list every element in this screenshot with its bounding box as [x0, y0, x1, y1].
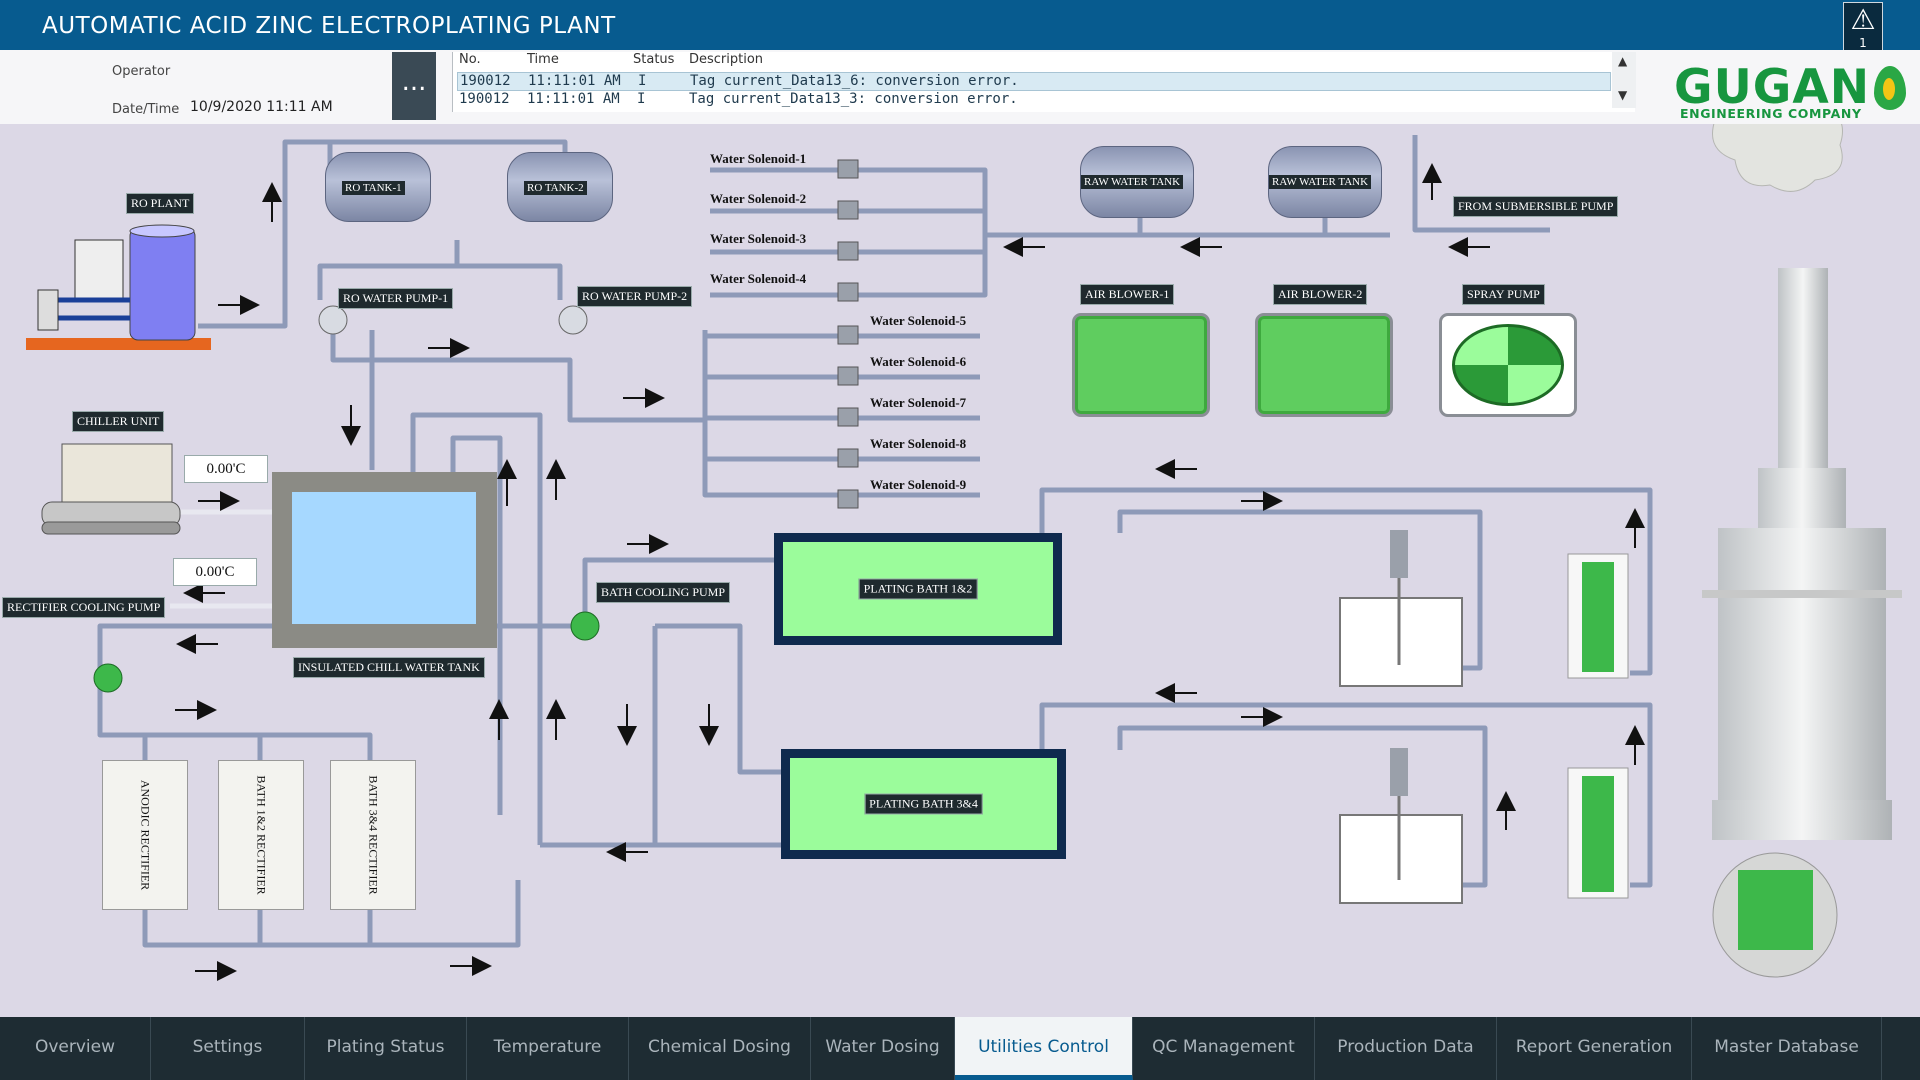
- from-submersible-pump-label: FROM SUBMERSIBLE PUMP: [1453, 196, 1618, 217]
- alarm-table: No. Time Status Description 190012 11:11…: [452, 52, 1635, 112]
- spray-pump-label: SPRAY PUMP: [1462, 284, 1545, 305]
- air-blower-1-label: AIR BLOWER-1: [1080, 284, 1174, 305]
- company-logo: GUGAN ENGINEERING COMPANY: [1670, 60, 1910, 126]
- water-solenoid-1[interactable]: Water Solenoid-1: [710, 151, 806, 167]
- alarm-time: 11:11:01 AM: [528, 73, 621, 89]
- water-solenoid-7[interactable]: Water Solenoid-7: [870, 395, 966, 411]
- chiller-temp-2: 0.00'C: [173, 558, 257, 586]
- tab-qc-management[interactable]: QC Management: [1133, 1017, 1315, 1080]
- ro-tank-2[interactable]: RO TANK-2: [507, 152, 613, 222]
- column-header-time: Time: [527, 52, 559, 67]
- air-blower-2-label: AIR BLOWER-2: [1273, 284, 1367, 305]
- agitator-tanks: [1340, 530, 1462, 903]
- more-button[interactable]: ...: [392, 52, 436, 120]
- submersible-pumps: [1568, 554, 1628, 898]
- alarm-time: 11:11:01 AM: [527, 91, 620, 107]
- column-header-description: Description: [689, 52, 763, 67]
- plating-bath-1-2[interactable]: PLATING BATH 1&2: [774, 533, 1062, 645]
- raw-water-tank-2-label: RAW WATER TANK: [1269, 175, 1371, 189]
- operator-label: Operator: [112, 64, 170, 79]
- scroll-down-icon[interactable]: ▼: [1618, 88, 1627, 102]
- ro-plant-graphic: [26, 225, 211, 350]
- bath-1-2-rectifier-label: BATH 1&2 RECTIFIER: [254, 775, 269, 894]
- ro-tank-1[interactable]: RO TANK-1: [325, 152, 431, 222]
- air-blower-1-fan-icon[interactable]: [1072, 313, 1210, 417]
- chiller-graphic: [42, 444, 180, 534]
- solenoid-valve-icons: [838, 160, 858, 508]
- tab-temperature[interactable]: Temperature: [467, 1017, 629, 1080]
- tab-water-dosing[interactable]: Water Dosing: [811, 1017, 955, 1080]
- raw-water-tank-2[interactable]: RAW WATER TANK: [1268, 146, 1382, 218]
- alarm-status: I: [637, 91, 645, 107]
- bottom-tab-bar: Overview Settings Plating Status Tempera…: [0, 1017, 1920, 1080]
- ro-water-pump-1-label: RO WATER PUMP-1: [338, 288, 453, 309]
- chiller-temp-1: 0.00'C: [184, 455, 268, 483]
- spray-pump-rotor-icon: [1452, 324, 1564, 406]
- alarm-description: Tag current_Data13_3: conversion error.: [689, 91, 1018, 107]
- tab-overview[interactable]: Overview: [0, 1017, 151, 1080]
- rectifier-cooling-pump-label: RECTIFIER COOLING PUMP: [2, 597, 165, 618]
- logo-drop-icon: [1874, 66, 1906, 110]
- alarm-row[interactable]: 190012 11:11:01 AM I Tag current_Data13_…: [457, 91, 1609, 108]
- ro-tank-1-label: RO TANK-1: [342, 181, 405, 195]
- tab-production-data[interactable]: Production Data: [1315, 1017, 1497, 1080]
- ro-tank-2-label: RO TANK-2: [524, 181, 587, 195]
- tab-plating-status[interactable]: Plating Status: [305, 1017, 467, 1080]
- plating-bath-3-4[interactable]: PLATING BATH 3&4: [781, 749, 1066, 859]
- water-solenoid-4[interactable]: Water Solenoid-4: [710, 271, 806, 287]
- alarm-no: 190012: [460, 73, 511, 89]
- alarm-row[interactable]: 190012 11:11:01 AM I Tag current_Data13_…: [457, 72, 1611, 91]
- chiller-unit-label: CHILLER UNIT: [72, 411, 164, 432]
- tab-master-database[interactable]: Master Database: [1692, 1017, 1882, 1080]
- tab-chemical-dosing[interactable]: Chemical Dosing: [629, 1017, 811, 1080]
- spray-pump-icon[interactable]: [1439, 313, 1577, 417]
- ro-water-pump-2-label: RO WATER PUMP-2: [577, 286, 692, 307]
- scroll-up-icon[interactable]: ▲: [1618, 54, 1627, 68]
- tab-report-generation[interactable]: Report Generation: [1497, 1017, 1692, 1080]
- alarm-status: I: [638, 73, 646, 89]
- alarm-no: 190012: [459, 91, 510, 107]
- warning-icon: ⚠: [1844, 3, 1882, 37]
- tab-utilities-control[interactable]: Utilities Control: [955, 1017, 1133, 1080]
- water-solenoid-8[interactable]: Water Solenoid-8: [870, 436, 966, 452]
- air-blower-2-fan-icon[interactable]: [1255, 313, 1393, 417]
- water-solenoid-9[interactable]: Water Solenoid-9: [870, 477, 966, 493]
- column-header-status: Status: [633, 52, 674, 67]
- anodic-rectifier-label: ANODIC RECTIFIER: [138, 780, 153, 890]
- column-header-no: No.: [459, 52, 481, 67]
- app-title: AUTOMATIC ACID ZINC ELECTROPLATING PLANT: [42, 13, 616, 39]
- ro-plant-label: RO PLANT: [126, 193, 194, 214]
- bath-3-4-rectifier-label: BATH 3&4 RECTIFIER: [366, 775, 381, 894]
- bath-3-4-rectifier[interactable]: BATH 3&4 RECTIFIER: [330, 760, 416, 910]
- anodic-rectifier[interactable]: ANODIC RECTIFIER: [102, 760, 188, 910]
- insulated-chill-water-tank-label: INSULATED CHILL WATER TANK: [293, 657, 485, 678]
- bath-1-2-rectifier[interactable]: BATH 1&2 RECTIFIER: [218, 760, 304, 910]
- title-bar: AUTOMATIC ACID ZINC ELECTROPLATING PLANT…: [0, 0, 1920, 50]
- alarm-scrollbar[interactable]: ▲ ▼: [1612, 52, 1636, 108]
- datetime-value: 10/9/2020 11:11 AM: [190, 99, 333, 115]
- alarm-count: 1: [1844, 37, 1882, 49]
- raw-water-tank-1-label: RAW WATER TANK: [1081, 175, 1183, 189]
- chill-tank-water: [292, 492, 476, 624]
- water-solenoid-6[interactable]: Water Solenoid-6: [870, 354, 966, 370]
- datetime-label: Date/Time: [112, 102, 179, 117]
- bath-cooling-pump-label: BATH COOLING PUMP: [596, 582, 730, 603]
- plating-bath-1-2-label: PLATING BATH 1&2: [859, 579, 978, 600]
- scrubber-tower: [1702, 124, 1902, 977]
- plating-bath-3-4-label: PLATING BATH 3&4: [864, 794, 983, 815]
- raw-water-tank-1[interactable]: RAW WATER TANK: [1080, 146, 1194, 218]
- logo-subtitle: ENGINEERING COMPANY: [1680, 106, 1862, 121]
- water-solenoid-5[interactable]: Water Solenoid-5: [870, 313, 966, 329]
- tab-settings[interactable]: Settings: [151, 1017, 305, 1080]
- water-solenoid-3[interactable]: Water Solenoid-3: [710, 231, 806, 247]
- alarm-indicator-button[interactable]: ⚠ 1: [1843, 2, 1883, 54]
- water-solenoid-2[interactable]: Water Solenoid-2: [710, 191, 806, 207]
- alarm-description: Tag current_Data13_6: conversion error.: [690, 73, 1019, 89]
